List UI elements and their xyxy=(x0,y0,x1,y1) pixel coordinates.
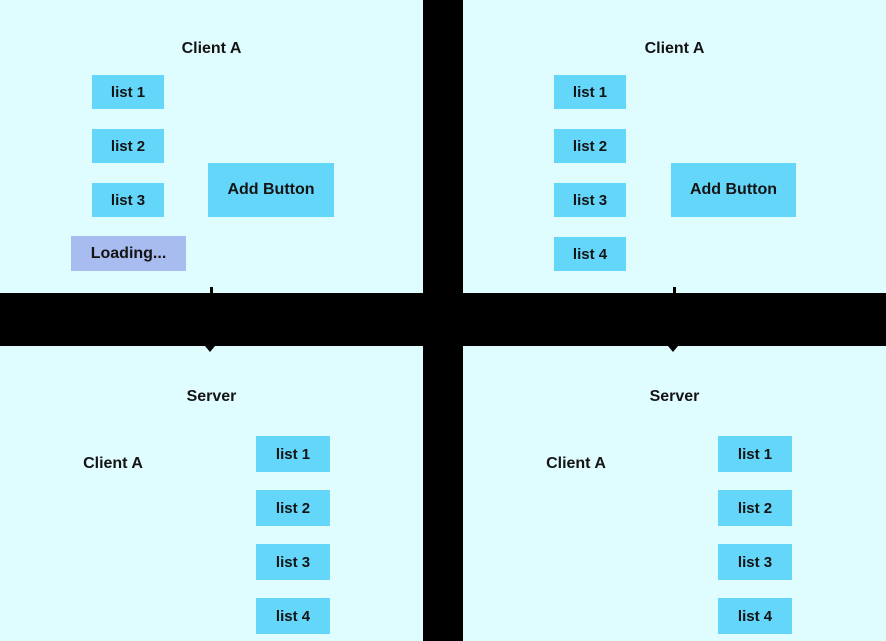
list-item-box: list 4 xyxy=(256,598,330,634)
panel-server-right: Server Client A list 1 list 2 list 3 lis… xyxy=(463,346,886,641)
list-item-box: list 4 xyxy=(718,598,792,634)
list-item-box: list 1 xyxy=(256,436,330,472)
list-item-box: list 2 xyxy=(718,490,792,526)
add-button[interactable]: Add Button xyxy=(671,163,796,217)
list-item-box: list 2 xyxy=(256,490,330,526)
panel-server-left: Server Client A list 1 list 2 list 3 lis… xyxy=(0,346,423,641)
horizontal-divider-bar xyxy=(0,293,886,346)
panel-title: Client A xyxy=(181,40,242,58)
list-item-box: list 3 xyxy=(256,544,330,580)
loading-box: Loading... xyxy=(71,236,186,271)
list-item-box: list 3 xyxy=(718,544,792,580)
list-item-box: list 1 xyxy=(554,75,626,109)
list-item-box: list 4 xyxy=(554,237,626,271)
arrow-head-icon xyxy=(205,346,215,352)
add-button[interactable]: Add Button xyxy=(208,163,334,217)
list-item-box: list 1 xyxy=(92,75,164,109)
arrow-stub xyxy=(210,287,213,293)
client-label: Client A xyxy=(546,455,606,472)
arrow-stub xyxy=(673,287,676,293)
panel-title: Client A xyxy=(644,40,705,58)
arrow-head-icon xyxy=(668,346,678,352)
panel-client-a-updated: Client A list 1 list 2 list 3 list 4 Add… xyxy=(463,0,886,293)
client-label: Client A xyxy=(83,455,143,472)
list-item-box: list 1 xyxy=(718,436,792,472)
list-item-box: list 3 xyxy=(554,183,626,217)
list-item-box: list 2 xyxy=(554,129,626,163)
panel-title: Server xyxy=(649,388,700,406)
panel-client-a-loading: Client A list 1 list 2 list 3 Loading...… xyxy=(0,0,423,293)
list-item-box: list 2 xyxy=(92,129,164,163)
list-item-box: list 3 xyxy=(92,183,164,217)
panel-title: Server xyxy=(186,388,237,406)
